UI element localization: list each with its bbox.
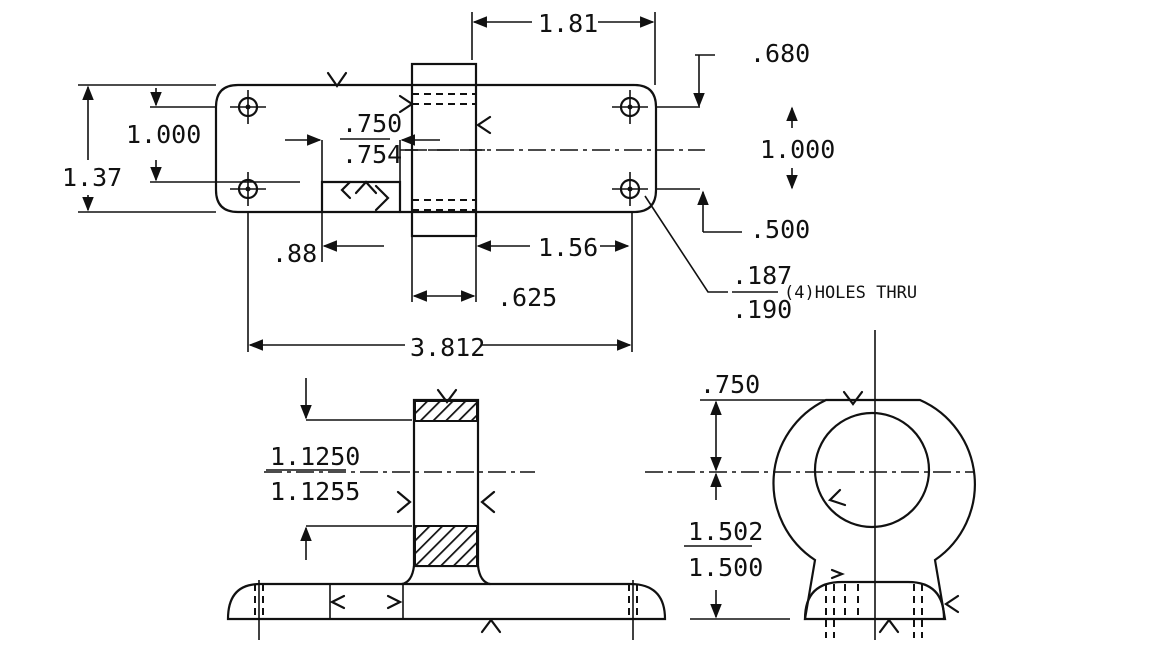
dim-slot-lower-label: .754 bbox=[342, 140, 402, 169]
hole-dia-upper-label: .187 bbox=[732, 261, 792, 290]
hole-dia-lower-label: .190 bbox=[732, 295, 792, 324]
dim-hole-spacing-left-label: 1.000 bbox=[126, 120, 201, 149]
slot-outline bbox=[320, 180, 402, 214]
dim-overall-length-label: 3.812 bbox=[410, 333, 485, 362]
hole-top-right bbox=[612, 90, 648, 124]
front-base-outline bbox=[226, 582, 667, 621]
hole-top-left bbox=[230, 90, 266, 124]
hole-note-label: (4)HOLES THRU bbox=[784, 283, 917, 303]
dim-boss-width-label: .625 bbox=[497, 283, 557, 312]
dim-right-offset-label: 1.56 bbox=[538, 233, 598, 262]
dim-hole-spacing-right-label: 1.000 bbox=[760, 135, 835, 164]
side-view: .750 1.502 1.500 bbox=[645, 330, 976, 640]
front-view: 1.1250 1.1255 bbox=[226, 378, 667, 640]
top-view: 1.81 .680 1.000 .500 1.000 1.37 .750 .75… bbox=[62, 9, 917, 362]
dim-radius-label: .750 bbox=[700, 370, 760, 399]
hole-bottom-left bbox=[230, 172, 266, 206]
dim-bottom-offset-label: .500 bbox=[750, 215, 810, 244]
bore-lower-label: 1.1255 bbox=[270, 477, 360, 506]
dim-left-offset-label: .88 bbox=[272, 239, 317, 268]
dim-width-label: 1.81 bbox=[538, 9, 598, 38]
hatch-top bbox=[414, 400, 478, 422]
height-lower-label: 1.500 bbox=[688, 553, 763, 582]
height-upper-label: 1.502 bbox=[688, 517, 763, 546]
dim-slot-upper-label: .750 bbox=[342, 109, 402, 138]
side-outer-contour bbox=[772, 398, 976, 621]
dim-top-offset-label: .680 bbox=[750, 39, 810, 68]
hatch-bottom bbox=[414, 525, 478, 567]
dim-overall-height-label: 1.37 bbox=[62, 163, 122, 192]
hole-bottom-right bbox=[612, 172, 648, 206]
side-bore-circle bbox=[813, 411, 931, 529]
bore-upper-label: 1.1250 bbox=[270, 442, 360, 471]
base-plate-outline bbox=[214, 83, 658, 214]
